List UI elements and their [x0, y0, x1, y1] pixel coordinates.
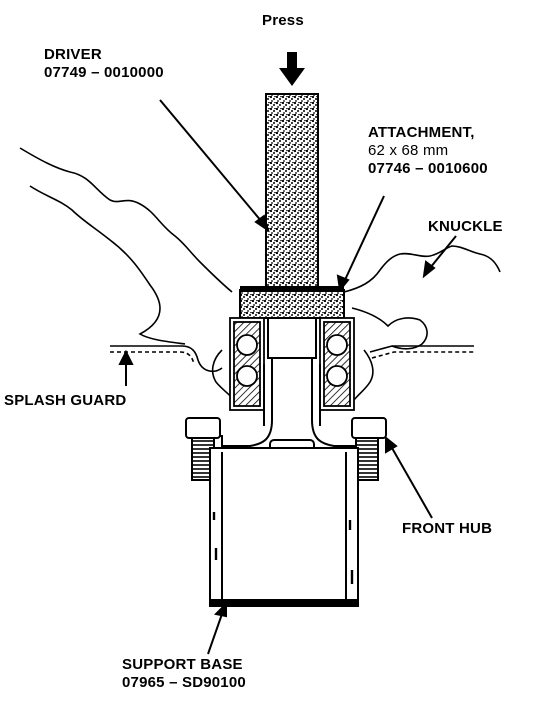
driver-part-number: 07749 – 0010000: [44, 64, 164, 81]
attachment-label: ATTACHMENT, 62 x 68 mm 07746 – 0010600: [368, 124, 488, 178]
front-hub-label: FRONT HUB: [402, 520, 493, 537]
driver-name: DRIVER: [44, 46, 102, 63]
support-base: [209, 447, 359, 607]
support-base-part-number: 07965 – SD90100: [122, 674, 246, 691]
bearing-balls: [236, 334, 348, 387]
driver-label: DRIVER 07749 – 0010000: [44, 46, 164, 82]
knuckle-label: KNUCKLE: [428, 218, 503, 235]
driver-shaft: [265, 93, 319, 291]
attachment-name: ATTACHMENT,: [368, 124, 475, 141]
attachment-ring: [239, 286, 345, 319]
support-base-label: SUPPORT BASE 07965 – SD90100: [122, 656, 246, 692]
support-base-name: SUPPORT BASE: [122, 656, 243, 673]
attachment-part-number: 07746 – 0010600: [368, 160, 488, 177]
splash-guard-label: SPLASH GUARD: [4, 392, 127, 409]
press-label: Press: [262, 12, 304, 29]
attachment-size: 62 x 68 mm: [368, 142, 449, 159]
leader-lines: [118, 99, 457, 655]
splash-guard: [110, 345, 474, 373]
press-arrow: [279, 52, 305, 86]
wheel-studs: [185, 417, 387, 481]
